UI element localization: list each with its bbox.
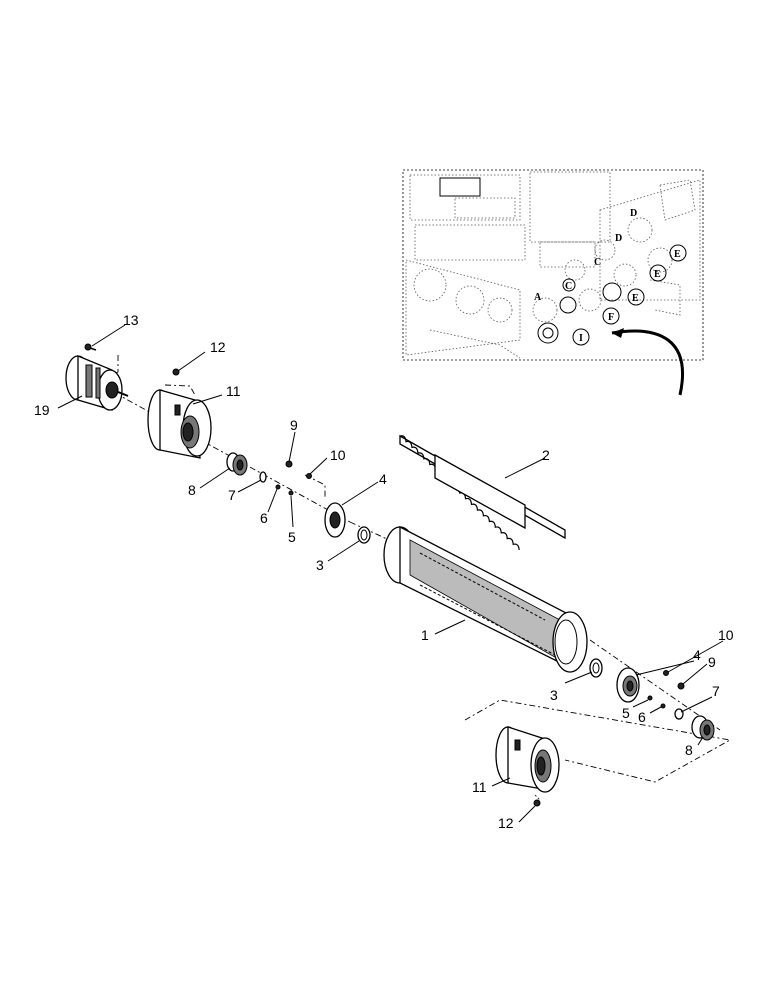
inset-marker-D2: D	[615, 233, 622, 244]
inset-label-C1: C	[565, 281, 572, 292]
callout-9-upper: 9	[290, 417, 298, 433]
inset-marker-F: F	[602, 307, 620, 325]
inset-label-E3: E	[632, 293, 639, 304]
inset-label-F: F	[608, 312, 614, 323]
callout-6-upper: 6	[260, 510, 268, 526]
callout-5-upper: 5	[288, 529, 296, 545]
arrowhead-icon	[612, 328, 624, 338]
callout-8-upper: 8	[188, 482, 196, 498]
callout-10-upper: 10	[330, 447, 346, 463]
callout-19: 19	[34, 402, 50, 418]
part-13-bolt	[84, 343, 97, 351]
callout-13: 13	[123, 312, 139, 328]
inset-machine-detail	[405, 171, 701, 359]
callout-9-lower: 9	[708, 654, 716, 670]
callout-2: 2	[542, 447, 550, 463]
callout-7-upper: 7	[228, 487, 236, 503]
inset-marker-I: I	[572, 328, 590, 346]
inset-label-I: I	[579, 333, 583, 344]
inset-label-A: A	[534, 292, 542, 303]
inset-marker-C2: C	[594, 257, 601, 268]
callout-4-upper: 4	[379, 471, 387, 487]
part-11-housing-lower	[495, 726, 560, 793]
inset-marker-D1: D	[630, 208, 637, 219]
callout-6-lower: 6	[638, 709, 646, 725]
inset-marker-A: A	[534, 292, 542, 303]
part-1-drum	[383, 525, 588, 673]
inset-frame	[402, 169, 704, 361]
inset-label-E1: E	[674, 249, 681, 260]
lower-axis-centerline	[589, 639, 721, 731]
callout-11-upper: 11	[226, 383, 241, 399]
part-10-nut-lower	[663, 670, 669, 676]
part-10-nut-upper	[306, 473, 312, 479]
inset-marker-C1: C	[562, 278, 576, 292]
part-4-flange-lower	[616, 667, 640, 703]
inset-label-C2: C	[594, 257, 601, 268]
inset-curved-arrow	[611, 329, 684, 396]
bracket-12	[164, 384, 196, 396]
part-11-housing-upper	[147, 389, 212, 459]
part-5-bolt-upper	[288, 490, 294, 496]
inset-label-E2: E	[654, 269, 661, 280]
inset-location-view: A C C D D E E E F	[402, 169, 704, 396]
inset-marker-E3: E	[627, 288, 645, 306]
callout-labels: 13 12 11 19 9 10 2 8 7 6 5 4 3 1 3 4 10 …	[34, 312, 734, 831]
callout-3-upper: 3	[316, 557, 324, 573]
part-6-nut-lower	[660, 703, 666, 709]
part-3-ring-upper	[357, 526, 371, 544]
callout-11-lower: 11	[472, 779, 487, 795]
callout-12-lower: 12	[498, 815, 514, 831]
part-7-washer-lower	[674, 708, 684, 720]
inset-label-D2: D	[615, 233, 622, 244]
callout-4-lower: 4	[693, 647, 701, 663]
part-9-bolt-lower	[677, 682, 685, 690]
leader-lines	[57, 324, 724, 823]
callout-8-lower: 8	[685, 742, 693, 758]
callout-12-upper: 12	[210, 339, 226, 355]
callout-5-lower: 5	[622, 705, 630, 721]
callout-10-lower: 10	[718, 627, 734, 643]
part-8-bearing-lower	[691, 715, 715, 741]
part-12-bolt-upper	[172, 368, 180, 376]
inset-marker-E1: E	[669, 244, 687, 262]
part-7-washer-upper	[259, 471, 267, 483]
bracket-10	[304, 474, 326, 498]
callout-7-lower: 7	[712, 683, 720, 699]
callout-1: 1	[421, 627, 429, 643]
part-8-bearing-upper	[226, 452, 248, 476]
part-19-motor	[65, 355, 129, 411]
part-3-ring-lower	[589, 658, 603, 678]
part-6-nut-upper	[275, 484, 281, 490]
inset-marker-E2: E	[649, 264, 667, 282]
callout-3-lower: 3	[550, 687, 558, 703]
part-5-bolt-lower	[647, 695, 653, 701]
part-4-flange-upper	[324, 502, 346, 538]
part-2-serrated-blade	[399, 434, 566, 551]
inset-label-D1: D	[630, 208, 637, 219]
part-12-bolt-lower	[533, 794, 541, 807]
